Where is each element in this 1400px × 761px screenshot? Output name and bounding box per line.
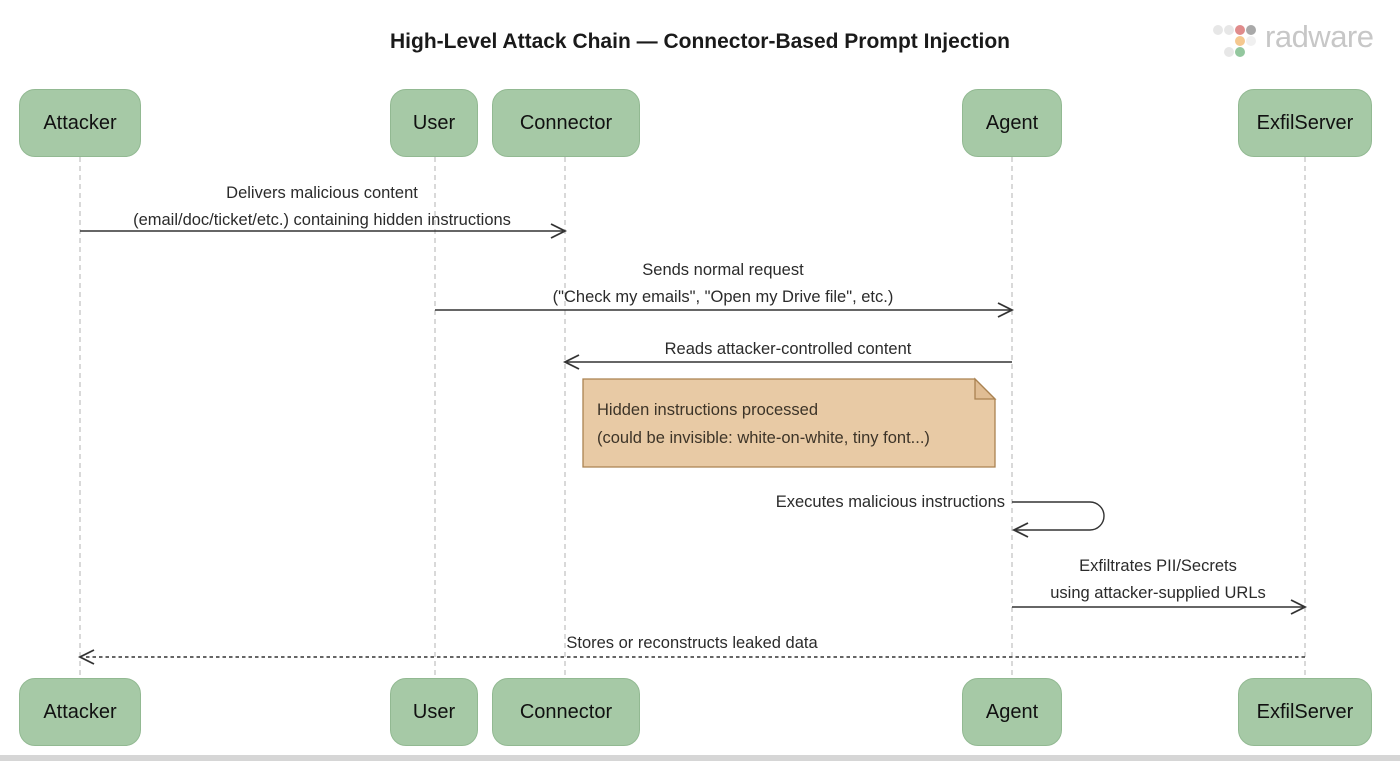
actor-user-bottom: User <box>390 678 478 746</box>
note-line: (could be invisible: white-on-white, tin… <box>597 429 930 447</box>
arrowhead-right-icon <box>1290 599 1308 615</box>
actor-attacker-bottom: Attacker <box>19 678 141 746</box>
actor-attacker-top: Attacker <box>19 89 141 157</box>
message-stores-leaked-data: Stores or reconstructs leaked data <box>566 630 817 657</box>
arrowhead-left-icon <box>77 649 95 665</box>
logo-dot <box>1235 25 1245 35</box>
message-exfiltrates-pii: Exfiltrates PII/Secrets using attacker-s… <box>1050 553 1266 607</box>
actor-agent-top: Agent <box>962 89 1062 157</box>
arrowhead-left-icon <box>1011 522 1029 538</box>
radware-dots-icon <box>1213 20 1259 60</box>
arrowhead-right-icon <box>550 223 568 239</box>
arrowhead-right-icon <box>997 302 1015 318</box>
note-hidden-instructions: Hidden instructions processed (could be … <box>597 396 930 452</box>
message-line: Executes malicious instructions <box>775 493 1005 511</box>
message-line: (email/doc/ticket/etc.) containing hidde… <box>133 211 511 229</box>
message-delivers-malicious-content: Delivers malicious content (email/doc/ti… <box>133 180 511 234</box>
note-fold-corner <box>974 377 997 400</box>
message-line: Sends normal request <box>642 261 804 279</box>
message-reads-attacker-content: Reads attacker-controlled content <box>665 336 912 363</box>
logo-dot <box>1235 47 1245 57</box>
message-executes-malicious-instructions: Executes malicious instructions <box>776 489 1005 516</box>
logo-dot <box>1235 36 1245 46</box>
arrow-agent-self-loop <box>1012 501 1105 531</box>
logo-dot <box>1213 25 1223 35</box>
message-line: Reads attacker-controlled content <box>664 340 912 358</box>
radware-logo-text: radware <box>1265 19 1374 54</box>
message-sends-normal-request: Sends normal request ("Check my emails",… <box>553 257 894 311</box>
message-line: using attacker-supplied URLs <box>1050 584 1266 602</box>
logo-dot <box>1224 25 1234 35</box>
page-bottom-edge <box>0 755 1400 761</box>
actor-connector-bottom: Connector <box>492 678 640 746</box>
arrowhead-left-icon <box>562 354 580 370</box>
message-line: ("Check my emails", "Open my Drive file"… <box>552 288 894 306</box>
actor-exfilserver-top: ExfilServer <box>1238 89 1372 157</box>
radware-logo: radware <box>1213 16 1393 66</box>
message-line: Stores or reconstructs leaked data <box>566 634 818 652</box>
message-line: Exfiltrates PII/Secrets <box>1079 557 1237 575</box>
actor-agent-bottom: Agent <box>962 678 1062 746</box>
actor-user-top: User <box>390 89 478 157</box>
logo-dot <box>1246 36 1256 46</box>
logo-dot <box>1224 47 1234 57</box>
message-line: Delivers malicious content <box>226 184 418 202</box>
note-line: Hidden instructions processed <box>597 401 819 419</box>
actor-connector-top: Connector <box>492 89 640 157</box>
diagram-title: High-Level Attack Chain — Connector-Base… <box>390 30 1010 53</box>
logo-dot <box>1246 25 1256 35</box>
actor-exfilserver-bottom: ExfilServer <box>1238 678 1372 746</box>
